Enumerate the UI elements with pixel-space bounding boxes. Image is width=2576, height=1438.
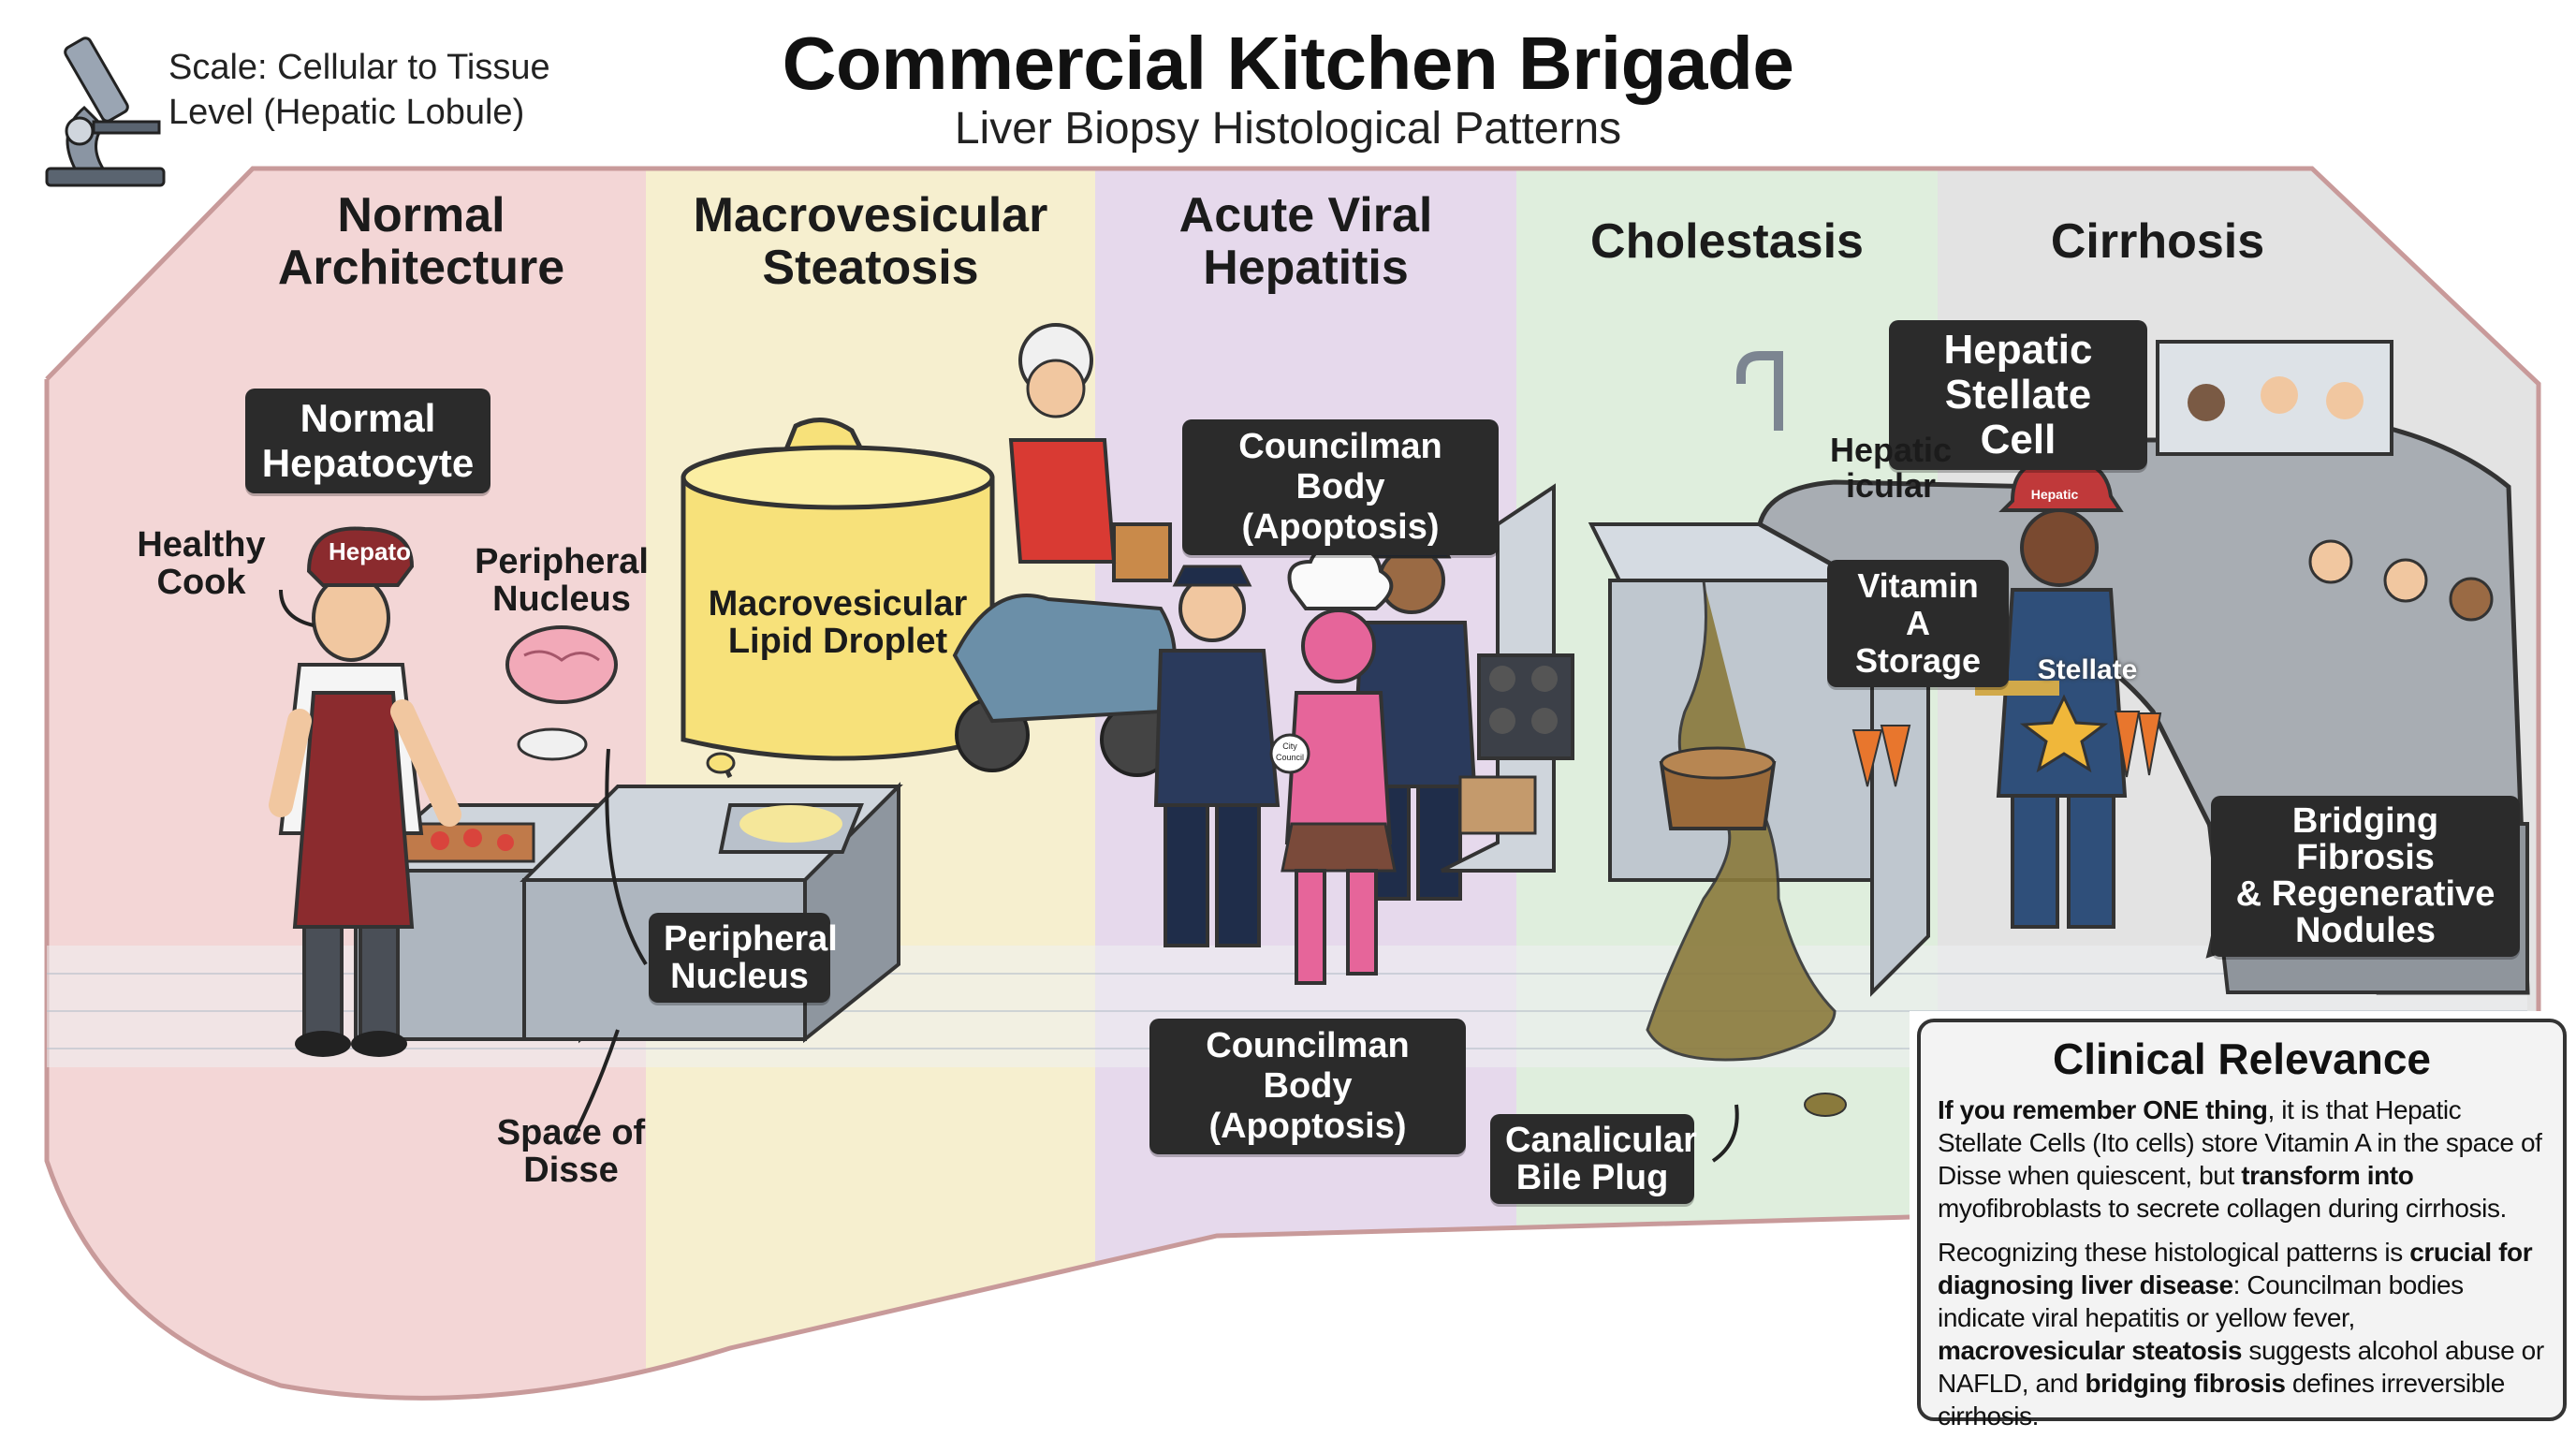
lobule-bottom-outline (44, 379, 1910, 1401)
column-heading-cholestasis: Cholestasis (1590, 214, 1864, 269)
clinical-relevance-box: Clinical Relevance If you remember ONE t… (1917, 1019, 2567, 1431)
clinical-p1-text-1: , it is that Hepatic Stellate Cells (Ito… (1938, 1095, 2542, 1190)
band-steatosis (646, 169, 1095, 1399)
badge-text: City (1282, 741, 1297, 751)
tag-canalicular-bile-plug: Canalicular Bile Plug (1490, 1114, 1697, 1204)
lipid-droplet-tank (681, 418, 995, 779)
lobule-outline (45, 166, 2541, 1011)
column-heading-hepatitis: Acute Viral Hepatitis (1178, 188, 1433, 295)
clinical-p1-bold-2: transform into (2241, 1161, 2414, 1190)
arrows-normal (279, 589, 648, 1143)
microscope-icon (45, 37, 166, 187)
label-healthy-cook: Healthy Cook (137, 525, 266, 602)
tag-hepatic-stellate-cell: Hepatic Stellate Cell (1889, 320, 2147, 470)
delivery-scooter-rider (952, 323, 1177, 777)
tag-councilman-bottom: Councilman Body (Apoptosis) (1149, 1019, 1466, 1154)
clinical-p2-text-3: suggests alcohol abuse or NAFLD, and (1938, 1336, 2544, 1398)
clinical-title: Clinical Relevance (2053, 1034, 2431, 1083)
clinical-paragraph-2: Recognizing these histological patterns … (1938, 1236, 2546, 1432)
hat-text: Hepato (329, 537, 411, 565)
clinical-p2-text-2: : Councilman bodies indicate viral hepat… (1938, 1270, 2464, 1332)
clinical-p2-text-4: defines irreversible cirrhosis. (1938, 1369, 2505, 1431)
tag-normal-hepatocyte: Normal Hepatocyte (245, 389, 490, 493)
label-space-of-disse: Space of Disse (496, 1113, 646, 1190)
apoptotic-cook: City Council (1269, 545, 1397, 985)
tag-peripheral-nucleus: Peripheral Nucleus (649, 913, 838, 1003)
helmet-text: Hepatic (2031, 487, 2079, 502)
label-lipid-droplet: Macrovesicular Lipid Droplet (708, 584, 968, 661)
clinical-p2-bold-2: macrovesicular steatosis (1938, 1336, 2243, 1365)
clinical-p1-text-2: myofibroblasts to secrete collagen durin… (1938, 1194, 2507, 1223)
column-heading-steatosis: Macrovesicular Steatosis (693, 188, 1048, 295)
clinical-p2-bold-1: crucial for diagnosing liver disease (1938, 1238, 2533, 1299)
scale-label: Scale: Cellular to Tissue Level (Hepatic… (168, 48, 550, 132)
stellate-worker: Hepatic (1852, 454, 2162, 929)
page-title: Commercial Kitchen Brigade (782, 22, 1794, 105)
clinical-p2-bold-3: bridging fibrosis (2085, 1369, 2286, 1398)
column-heading-cirrhosis: Cirrhosis (2050, 214, 2265, 269)
clinical-p1-bold-1: If you remember ONE thing (1938, 1095, 2268, 1124)
tag-bridging-fibrosis: Bridging Fibrosis & Regenerative Nodules (2211, 796, 2520, 957)
badge-text-2: Council (1276, 753, 1304, 762)
tag-vitamin-a-storage: Vitamin A Storage (1827, 560, 2009, 687)
column-heading-normal: Normal Architecture (277, 188, 565, 295)
peripheral-nucleus-brain (505, 625, 618, 704)
label-hepatic-icular: Hepatic icular (1829, 431, 1953, 505)
label-stellate: Stellate (2037, 654, 2138, 685)
page-subtitle: Liver Biopsy Histological Patterns (954, 104, 1622, 154)
healthy-cook: Hepato (269, 526, 461, 1057)
tag-councilman-top: Councilman Body (Apoptosis) (1182, 419, 1499, 555)
clinical-p2-text-1: Recognizing these histological patterns … (1938, 1238, 2410, 1267)
clinical-paragraph-1: If you remember ONE thing, it is that He… (1938, 1093, 2546, 1225)
label-peripheral-nucleus-top: Peripheral Nucleus (475, 542, 649, 619)
